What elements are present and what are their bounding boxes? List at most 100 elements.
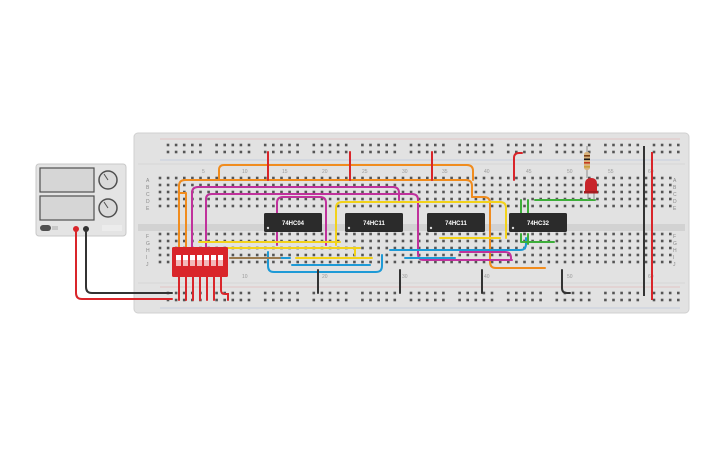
breadboard-hole[interactable] — [247, 183, 251, 187]
breadboard-hole[interactable] — [417, 298, 421, 302]
breadboard-hole[interactable] — [604, 183, 607, 187]
breadboard-hole[interactable] — [668, 143, 672, 147]
breadboard-hole[interactable] — [588, 176, 591, 180]
breadboard-hole[interactable] — [604, 298, 607, 302]
breadboard-hole[interactable] — [409, 291, 413, 295]
breadboard-hole[interactable] — [280, 190, 283, 194]
breadboard-hole[interactable] — [620, 183, 623, 187]
breadboard-hole[interactable] — [450, 190, 453, 194]
breadboard-hole[interactable] — [385, 298, 388, 302]
breadboard-hole[interactable] — [417, 253, 421, 257]
breadboard-hole[interactable] — [498, 239, 502, 243]
breadboard-hole[interactable] — [385, 253, 389, 257]
breadboard-hole[interactable] — [231, 176, 235, 180]
breadboard-hole[interactable] — [474, 183, 478, 187]
breadboard-hole[interactable] — [579, 190, 583, 194]
breadboard-hole[interactable] — [636, 260, 640, 264]
breadboard-hole[interactable] — [345, 253, 348, 257]
breadboard-hole[interactable] — [264, 197, 267, 201]
chip-74hc32[interactable]: 74HC32 — [509, 213, 567, 232]
breadboard-hole[interactable] — [304, 183, 308, 187]
breadboard-hole[interactable] — [239, 291, 243, 295]
breadboard-hole[interactable] — [563, 232, 567, 236]
breadboard-hole[interactable] — [223, 176, 227, 180]
breadboard-hole[interactable] — [312, 260, 316, 264]
breadboard-hole[interactable] — [393, 298, 397, 302]
breadboard-hole[interactable] — [369, 239, 372, 243]
breadboard-hole[interactable] — [515, 204, 518, 208]
breadboard-hole[interactable] — [425, 150, 429, 154]
breadboard-hole[interactable] — [215, 204, 218, 208]
breadboard-hole[interactable] — [458, 190, 461, 194]
breadboard-hole[interactable] — [539, 246, 542, 250]
breadboard-hole[interactable] — [385, 197, 389, 201]
breadboard-hole[interactable] — [507, 176, 510, 180]
breadboard-hole[interactable] — [231, 183, 235, 187]
breadboard-hole[interactable] — [426, 204, 429, 208]
breadboard-hole[interactable] — [523, 204, 526, 208]
breadboard-hole[interactable] — [272, 232, 275, 236]
breadboard-hole[interactable] — [515, 291, 518, 295]
breadboard-hole[interactable] — [409, 150, 413, 154]
breadboard-hole[interactable] — [353, 176, 356, 180]
breadboard-hole[interactable] — [312, 197, 316, 201]
breadboard-hole[interactable] — [328, 260, 332, 264]
breadboard-hole[interactable] — [563, 143, 567, 147]
breadboard-hole[interactable] — [401, 260, 405, 264]
breadboard-hole[interactable] — [417, 232, 421, 236]
breadboard-hole[interactable] — [393, 176, 397, 180]
breadboard-hole[interactable] — [482, 176, 486, 180]
breadboard-hole[interactable] — [507, 253, 510, 257]
breadboard-hole[interactable] — [369, 197, 372, 201]
breadboard-hole[interactable] — [604, 190, 607, 194]
breadboard-hole[interactable] — [458, 298, 461, 302]
breadboard-hole[interactable] — [442, 183, 445, 187]
breadboard-hole[interactable] — [660, 190, 664, 194]
breadboard-hole[interactable] — [571, 232, 575, 236]
breadboard-hole[interactable] — [215, 176, 218, 180]
breadboard-hole[interactable] — [604, 176, 607, 180]
breadboard-hole[interactable] — [669, 204, 672, 208]
breadboard-hole[interactable] — [328, 183, 332, 187]
breadboard-hole[interactable] — [434, 143, 437, 147]
breadboard-hole[interactable] — [482, 246, 486, 250]
breadboard-hole[interactable] — [482, 150, 486, 154]
breadboard-hole[interactable] — [182, 298, 186, 302]
magenta-wire[interactable] — [191, 186, 400, 253]
breadboard-hole[interactable] — [628, 143, 631, 147]
dip-toggle[interactable] — [176, 255, 181, 266]
breadboard-hole[interactable] — [579, 298, 583, 302]
breadboard-hole[interactable] — [620, 190, 623, 194]
breadboard-hole[interactable] — [482, 190, 486, 194]
breadboard-hole[interactable] — [515, 143, 518, 147]
breadboard-hole[interactable] — [490, 204, 494, 208]
breadboard-hole[interactable] — [272, 197, 275, 201]
breadboard-hole[interactable] — [231, 150, 235, 154]
breadboard-hole[interactable] — [263, 298, 267, 302]
breadboard-hole[interactable] — [596, 183, 599, 187]
breadboard-hole[interactable] — [579, 183, 583, 187]
breadboard-hole[interactable] — [458, 253, 461, 257]
breadboard-hole[interactable] — [345, 239, 348, 243]
breadboard-hole[interactable] — [158, 246, 162, 250]
breadboard-hole[interactable] — [409, 298, 413, 302]
breadboard-hole[interactable] — [239, 204, 243, 208]
breadboard-hole[interactable] — [490, 232, 494, 236]
breadboard-hole[interactable] — [231, 190, 235, 194]
breadboard-hole[interactable] — [636, 190, 640, 194]
breadboard-hole[interactable] — [345, 197, 348, 201]
breadboard-hole[interactable] — [555, 239, 559, 243]
breadboard-hole[interactable] — [215, 291, 218, 295]
breadboard-hole[interactable] — [668, 150, 672, 154]
breadboard-hole[interactable] — [531, 176, 534, 180]
breadboard-hole[interactable] — [652, 183, 656, 187]
breadboard-hole[interactable] — [474, 150, 478, 154]
breadboard-hole[interactable] — [458, 239, 461, 243]
breadboard-hole[interactable] — [280, 298, 283, 302]
breadboard-hole[interactable] — [288, 232, 291, 236]
breadboard-hole[interactable] — [215, 232, 218, 236]
breadboard-hole[interactable] — [247, 260, 251, 264]
breadboard-hole[interactable] — [353, 204, 356, 208]
breadboard-hole[interactable] — [264, 183, 267, 187]
breadboard-hole[interactable] — [207, 176, 210, 180]
